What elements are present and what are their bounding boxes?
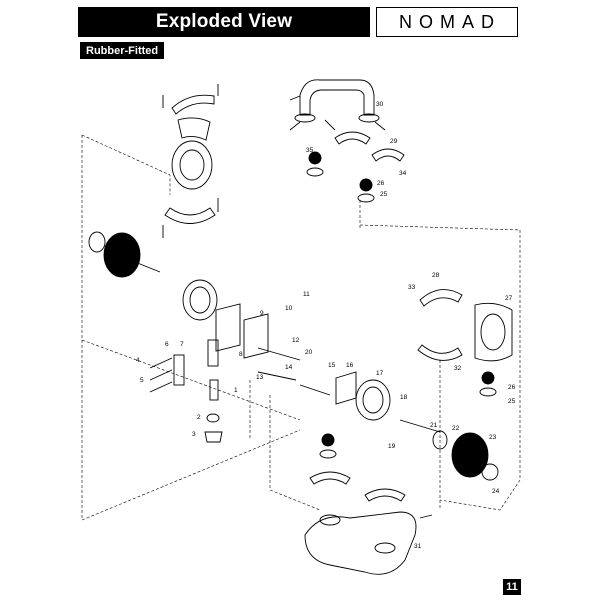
callout-26: 26 <box>377 180 385 187</box>
discharge-manifold <box>289 79 386 131</box>
brand-logo-text: NOMAD <box>399 11 501 32</box>
callout-25: 25 <box>380 191 388 198</box>
check-valve-top <box>306 151 375 203</box>
page-number-text: 11 <box>506 581 518 593</box>
callout-33: 33 <box>408 284 416 291</box>
callout-16: 16 <box>346 362 354 369</box>
callout-26-right: 26 <box>508 384 516 391</box>
callout-12: 12 <box>292 337 300 344</box>
page-title: Exploded View <box>78 7 370 37</box>
callout-20: 20 <box>305 349 313 356</box>
callout-4: 4 <box>136 357 140 364</box>
inlet-manifold-bottom <box>304 433 433 575</box>
callout-27: 27 <box>505 295 513 302</box>
callout-19: 19 <box>388 443 396 450</box>
callout-25-right: 25 <box>508 398 516 405</box>
assembly-guide-lines <box>81 134 521 521</box>
callout-7: 7 <box>180 341 184 348</box>
callout-11: 11 <box>303 291 310 298</box>
callout-5: 5 <box>140 377 144 384</box>
callout-9: 9 <box>260 310 264 317</box>
callout-28: 28 <box>432 272 440 279</box>
right-diaphragm-assembly <box>299 371 499 481</box>
center-section <box>149 303 301 443</box>
callout-10: 10 <box>285 305 293 312</box>
callout-35: 35 <box>306 147 314 154</box>
manifold-clamps <box>289 95 405 162</box>
callout-15: 15 <box>328 362 336 369</box>
left-outer-chamber <box>88 231 218 321</box>
callout-32: 32 <box>454 365 462 372</box>
callout-18: 18 <box>400 394 408 401</box>
callout-17: 17 <box>376 370 384 377</box>
callout-21: 21 <box>430 422 438 429</box>
callout-13: 13 <box>256 374 264 381</box>
callout-22: 22 <box>452 425 460 432</box>
callout-3: 3 <box>192 431 196 438</box>
page-title-text: Exploded View <box>155 11 293 32</box>
brand-logo: NOMAD <box>376 7 518 37</box>
callout-6: 6 <box>165 341 169 348</box>
callout-8: 8 <box>239 351 243 358</box>
inlet-manifold-left <box>162 84 219 238</box>
callout-1: 1 <box>234 387 238 394</box>
callout-31: 31 <box>414 543 422 550</box>
callout-30: 30 <box>376 101 384 108</box>
callout-29: 29 <box>390 138 398 145</box>
callout-labels: 1 2 3 4 5 6 7 8 9 10 11 12 13 14 15 16 1… <box>136 101 516 550</box>
callout-34: 34 <box>399 170 407 177</box>
callout-2: 2 <box>197 414 201 421</box>
callout-24: 24 <box>492 488 500 495</box>
page-number: 11 <box>503 579 521 595</box>
section-label-text: Rubber-Fitted <box>86 44 159 57</box>
callout-14: 14 <box>285 364 293 371</box>
callout-23: 23 <box>489 434 497 441</box>
section-label: Rubber-Fitted <box>80 42 165 59</box>
right-outer-chamber <box>417 289 513 397</box>
